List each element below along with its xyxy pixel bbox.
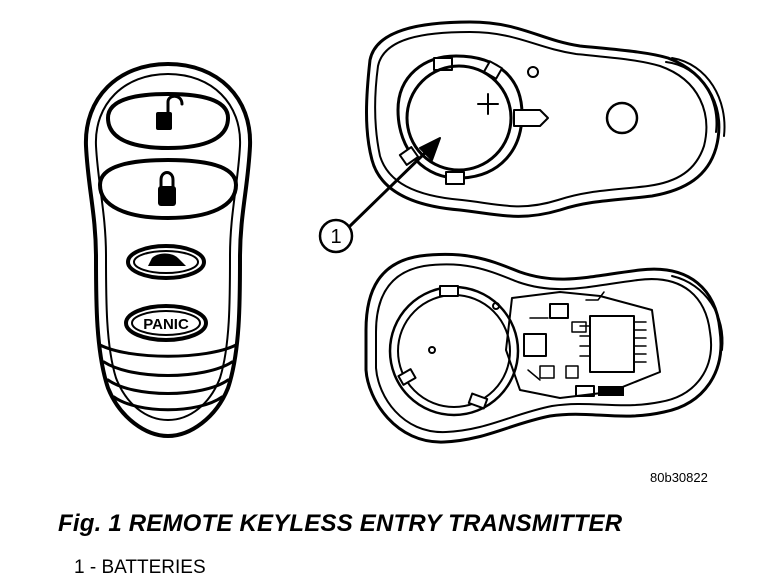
lock-icon — [158, 171, 176, 206]
transmitter-front-view — [83, 62, 253, 438]
positive-terminal-icon — [477, 93, 499, 115]
unlock-icon — [156, 94, 184, 130]
battery — [405, 64, 513, 172]
transmitter-battery-compartment — [365, 20, 726, 218]
callout-1 — [318, 137, 441, 254]
panic-button-label: PANIC — [143, 316, 189, 333]
microchip — [589, 315, 635, 373]
lock-button — [98, 158, 238, 220]
legend-item: 1 - BATTERIES — [74, 557, 206, 578]
transmitter-circuit-board — [364, 252, 724, 444]
trunk-icon — [148, 253, 186, 266]
trunk-button — [126, 244, 206, 280]
figure-caption: Fig. 1 REMOTE KEYLESS ENTRY TRANSMITTER — [58, 510, 623, 537]
figure-code: 80b30822 — [650, 470, 708, 485]
panic-button — [124, 304, 208, 342]
callout-number: 1 — [330, 226, 341, 248]
unlock-button — [106, 92, 230, 150]
